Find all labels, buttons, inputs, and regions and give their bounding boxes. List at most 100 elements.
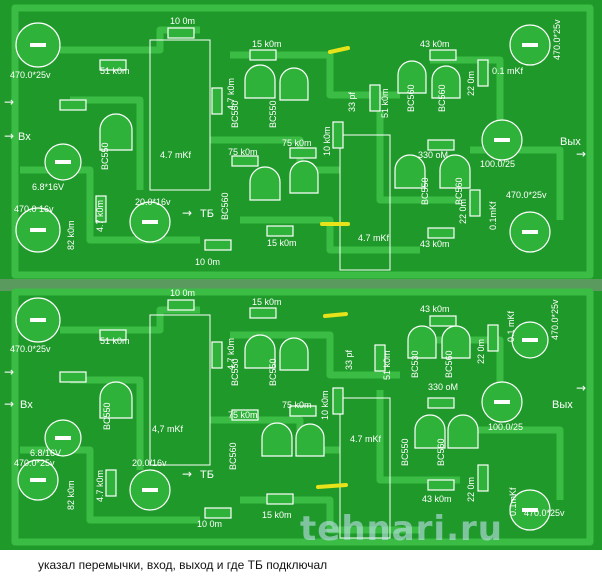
label-r-100: 10 0m bbox=[197, 519, 222, 529]
resistor-icon bbox=[374, 344, 386, 372]
arrow-icons: → → → → bbox=[4, 365, 586, 481]
resistor-icon bbox=[427, 139, 455, 151]
resistor-icon bbox=[211, 87, 223, 115]
transistor-icon bbox=[397, 60, 427, 94]
resistor-icon bbox=[99, 59, 127, 71]
watermark: tehnari.ru bbox=[300, 509, 503, 549]
label-r-47b: 4.7 k0m bbox=[95, 200, 105, 232]
label-t6: BC560 bbox=[406, 84, 416, 112]
label-r-top: 10 0m bbox=[170, 16, 195, 26]
resistors bbox=[59, 27, 489, 251]
label-c-01: 0.1 mKf bbox=[506, 310, 516, 342]
resistor-icon bbox=[429, 49, 457, 61]
jumpers bbox=[320, 46, 350, 226]
arrow-right-icon: → bbox=[576, 381, 586, 395]
label-output: Вых bbox=[552, 399, 573, 411]
label-t2: BC550 bbox=[230, 358, 240, 386]
label-c-470d: 470.0*25v bbox=[550, 299, 560, 340]
label-c-33: 33 pf bbox=[347, 91, 357, 112]
resistor-icon bbox=[289, 405, 317, 417]
resistor-icon bbox=[477, 59, 489, 87]
resistor-icon bbox=[427, 397, 455, 409]
label-t8: BC550 bbox=[420, 177, 430, 205]
label-r-mid: 15 k0m bbox=[252, 297, 282, 307]
label-input: Вх bbox=[20, 399, 33, 411]
label-t6: BC560 bbox=[444, 350, 454, 378]
label-r-100: 10 0m bbox=[195, 257, 220, 267]
resistor-icon bbox=[231, 155, 259, 167]
jumper-wire bbox=[316, 483, 348, 489]
label-r-75a: 75 k0m bbox=[228, 410, 258, 420]
resistor-icon bbox=[427, 479, 455, 491]
label-c-68: 6.8/16V bbox=[30, 448, 61, 458]
resistor-icon bbox=[211, 341, 223, 369]
transistor-icon bbox=[295, 423, 325, 457]
channel-2: 10 0m 51 k0m 15 k0m 43 k0m 470.0*25v 6.8… bbox=[4, 288, 594, 546]
label-c-01: 0.1 mKf bbox=[492, 66, 524, 76]
arrow-right-icon: → bbox=[182, 206, 192, 220]
label-r-22a: 22 0m bbox=[466, 71, 476, 96]
label-c-100: 100.0/25 bbox=[480, 159, 515, 169]
resistor-icon bbox=[59, 99, 87, 111]
label-t2: BC550 bbox=[230, 100, 240, 128]
label-t3: BC560 bbox=[220, 192, 230, 220]
label-c-470b: 470.0*25v bbox=[14, 458, 55, 468]
transistor-icon bbox=[279, 337, 309, 371]
resistor-icon bbox=[95, 195, 107, 223]
board-gap bbox=[0, 279, 602, 291]
resistor-icon bbox=[105, 469, 117, 497]
label-t1: BC550 bbox=[100, 142, 110, 170]
resistor-icon bbox=[249, 49, 277, 61]
label-r-75b: 75 k0m bbox=[282, 400, 312, 410]
label-c-470d: 470.0*25v bbox=[552, 19, 562, 60]
label-t8: BC550 bbox=[400, 438, 410, 466]
label-c-01b: 0.1mKf bbox=[508, 487, 518, 516]
arrow-right-icon: → bbox=[4, 129, 14, 143]
cap-outline-4-7mkf bbox=[149, 314, 211, 466]
label-r-51: 51 k0m bbox=[100, 66, 130, 76]
label-c-47b: 4.7 mKf bbox=[350, 434, 382, 444]
label-r-82: 82 k0m bbox=[66, 480, 76, 510]
label-tb: ТБ bbox=[200, 208, 214, 220]
arrow-right-icon: → bbox=[182, 467, 192, 481]
label-r-51: 51 k0m bbox=[100, 336, 130, 346]
transistor-icon bbox=[441, 325, 471, 359]
label-r-330: 330 oM bbox=[428, 382, 458, 392]
resistor-icon bbox=[167, 27, 195, 39]
label-c-470a: 470.0*25v bbox=[10, 70, 51, 80]
arrow-right-icon: → bbox=[4, 397, 14, 411]
label-output: Вых bbox=[560, 136, 581, 148]
label-r-22b: 22 0m bbox=[466, 477, 476, 502]
label-r-mid: 15 k0m bbox=[252, 39, 282, 49]
jumper-wire bbox=[328, 46, 350, 54]
label-c-68: 6.8*16V bbox=[32, 182, 64, 192]
transistor-icon bbox=[431, 65, 461, 99]
pcb-board: 10 0m 51 k0m 15 k0m 43 k0m 470.0*25v 6.8… bbox=[0, 0, 602, 550]
transistor-icon bbox=[439, 154, 471, 189]
transistor-icon bbox=[407, 325, 437, 359]
label-c-100: 100.0/25 bbox=[488, 422, 523, 432]
label-r-22a: 22 0m bbox=[476, 339, 486, 364]
label-r-43b: 43 k0m bbox=[420, 239, 450, 249]
label-c-20: 20.0/16v bbox=[132, 458, 167, 468]
transistor-icon bbox=[99, 381, 133, 419]
cap-marks bbox=[30, 318, 538, 512]
jumpers bbox=[316, 312, 348, 489]
transistor-icon bbox=[249, 166, 281, 201]
label-r-330: 330 oM bbox=[418, 150, 448, 160]
transistor-icon bbox=[289, 160, 319, 194]
transistor-icon bbox=[244, 64, 276, 99]
label-r-right-top: 43 k0m bbox=[420, 39, 450, 49]
label-t7: BC530 bbox=[410, 350, 420, 378]
arrow-icons: → → → → bbox=[4, 95, 586, 220]
silkscreen-labels: 10 0m 51 k0m 15 k0m 43 k0m 470.0*25v 6.8… bbox=[10, 16, 581, 267]
resistors bbox=[59, 299, 499, 519]
label-r-10k: 10 k0m bbox=[322, 126, 332, 156]
arrow-right-icon: → bbox=[4, 365, 14, 379]
label-r-75b: 75 k0m bbox=[282, 138, 312, 148]
arrow-right-icon: → bbox=[576, 147, 586, 161]
cap-outline-4-7mkf-b bbox=[339, 134, 391, 271]
label-t5: BC550 bbox=[268, 100, 278, 128]
label-t3: BC560 bbox=[228, 442, 238, 470]
label-r-10k: 10 k0m bbox=[320, 390, 330, 420]
